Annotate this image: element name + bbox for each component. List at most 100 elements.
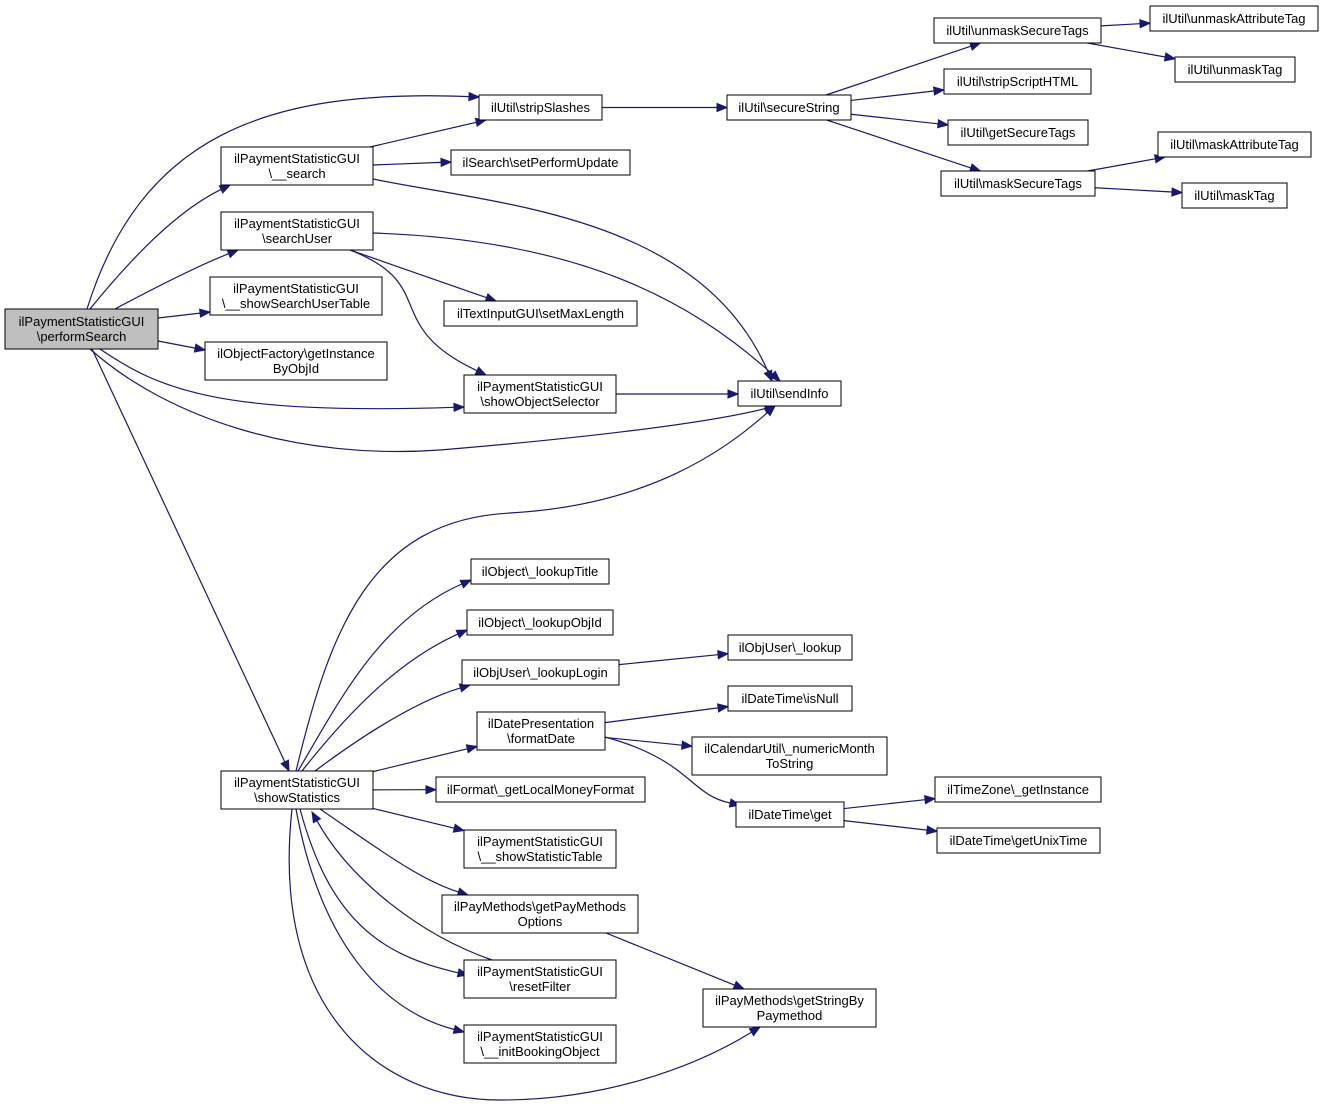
node-unmaskTag[interactable]: ilUtil\unmaskTag <box>1174 56 1296 83</box>
node-resetFilter[interactable]: ilPaymentStatisticGUI\resetFilter <box>463 959 617 999</box>
arrowhead-icon <box>199 308 212 318</box>
arrowhead-icon <box>937 119 950 129</box>
edge-showStatistics-to-initBookingObject <box>295 808 466 1034</box>
arrowhead-icon <box>452 1024 466 1034</box>
node-label-line: \showObjectSelector <box>480 394 600 409</box>
node-unmaskSecureTags[interactable]: ilUtil\unmaskSecureTags <box>933 17 1102 44</box>
node-getSecureTags[interactable]: ilUtil\getSecureTags <box>947 119 1089 146</box>
node-box <box>702 988 877 1028</box>
node-label-line: ilPaymentStatisticGUI <box>234 151 360 166</box>
node-root[interactable]: ilPaymentStatisticGUI\performSearch <box>4 308 159 350</box>
node-getUnixTime[interactable]: ilDateTime\getUnixTime <box>936 827 1101 854</box>
node-label-line: ilUtil\stripSlashes <box>491 100 590 115</box>
node-label-line: ilDatePresentation <box>488 716 594 731</box>
arrowhead-icon <box>933 86 946 96</box>
arrowhead-icon <box>226 249 240 259</box>
node-setPerformUpdate[interactable]: ilSearch\setPerformUpdate <box>450 149 631 176</box>
node-label-line: ilPaymentStatisticGUI <box>477 1029 603 1044</box>
node-label-line: \searchUser <box>262 231 333 246</box>
node-label-line: ilTimeZone\_getInstance <box>947 782 1089 797</box>
node-box <box>940 170 1096 197</box>
node-secureString[interactable]: ilUtil\secureString <box>726 94 852 121</box>
node-stripSlashes[interactable]: ilUtil\stripSlashes <box>478 94 603 121</box>
node-label-line: ilObject\_lookupTitle <box>482 564 599 579</box>
arrowhead-icon <box>764 405 777 417</box>
node-maskSecureTags[interactable]: ilUtil\maskSecureTags <box>940 170 1096 197</box>
node-lookupLogin[interactable]: ilObjUser\_lookupLogin <box>461 659 620 686</box>
node-box <box>476 711 606 751</box>
arrowhead-icon <box>926 825 939 835</box>
node-formatDate[interactable]: ilDatePresentation\formatDate <box>476 711 606 751</box>
arrowhead-icon <box>968 41 982 51</box>
node-maskTag[interactable]: ilUtil\maskTag <box>1181 182 1288 209</box>
node-userLookup[interactable]: ilObjUser\_lookup <box>727 634 853 661</box>
node-label-line: ilObjectFactory\getInstance <box>217 346 375 361</box>
arrowhead-icon <box>452 823 466 833</box>
arrowhead-icon <box>727 389 740 399</box>
arrowhead-icon <box>732 980 746 990</box>
node-label-line: \resetFilter <box>509 979 571 994</box>
node-box <box>220 770 374 810</box>
node-box <box>727 685 853 712</box>
node-setMaxLength[interactable]: ilTextInputGUI\setMaxLength <box>443 300 638 327</box>
node-label-line: ilUtil\unmaskTag <box>1188 62 1283 77</box>
node-localMoney[interactable]: ilFormat\_getLocalMoneyFormat <box>435 776 646 803</box>
arrowhead-icon <box>748 1026 762 1037</box>
node-label-line: ilUtil\maskTag <box>1194 188 1274 203</box>
node-box <box>463 1024 617 1064</box>
node-label-line: ilUtil\getSecureTags <box>961 125 1076 140</box>
node-box <box>463 374 617 414</box>
node-isNull[interactable]: ilDateTime\isNull <box>727 685 853 712</box>
edge-root-to-stripSlashes <box>86 91 481 310</box>
node-box <box>737 380 842 407</box>
node-label-line: ilPaymentStatisticGUI <box>19 314 145 329</box>
node-stripScriptHTML[interactable]: ilUtil\stripScriptHTML <box>943 68 1092 95</box>
node-label-line: ilUtil\maskAttributeTag <box>1170 137 1299 152</box>
node-label-line: ilCalendarUtil\_numericMonth <box>704 741 875 756</box>
arrowhead-icon <box>681 740 694 750</box>
node-initBookingObject[interactable]: ilPaymentStatisticGUI\__initBookingObjec… <box>463 1024 617 1064</box>
node-label-line: ilDateTime\isNull <box>741 691 838 706</box>
edge-searchUser-to-sendInfo <box>372 232 782 382</box>
node-search[interactable]: ilPaymentStatisticGUI\__search <box>220 146 374 186</box>
arrowhead-icon <box>769 370 782 382</box>
node-label-line: ilPayMethods\getStringBy <box>715 993 864 1008</box>
node-box <box>466 609 614 636</box>
node-box <box>478 94 603 121</box>
arrowhead-icon <box>218 184 232 194</box>
edge-unmaskSecureTags-to-unmaskAttributeTag <box>1100 18 1152 29</box>
node-box <box>947 119 1089 146</box>
edge-getPayMethodsOptions-to-getStringByPaymethod <box>605 932 746 990</box>
node-maskAttributeTag[interactable]: ilUtil\maskAttributeTag <box>1157 131 1312 158</box>
node-showObjectSelector[interactable]: ilPaymentStatisticGUI\showObjectSelector <box>463 374 617 414</box>
edge-secureString-to-maskSecureTags <box>826 119 982 173</box>
node-label-line: ilTextInputGUI\setMaxLength <box>457 306 624 321</box>
node-lookupObjId[interactable]: ilObject\_lookupObjId <box>466 609 614 636</box>
arrowhead-icon <box>1171 187 1184 197</box>
node-box <box>4 308 159 350</box>
node-box <box>461 659 620 686</box>
node-box <box>1174 56 1296 83</box>
node-box <box>435 776 646 803</box>
node-box <box>470 558 610 585</box>
node-unmaskAttributeTag[interactable]: ilUtil\unmaskAttributeTag <box>1149 5 1319 32</box>
arrowhead-icon <box>1163 52 1177 62</box>
node-label-line: ilUtil\secureString <box>738 100 839 115</box>
node-showStatistics[interactable]: ilPaymentStatisticGUI\showStatistics <box>220 770 374 810</box>
node-box <box>204 341 388 381</box>
node-tzGetInstance[interactable]: ilTimeZone\_getInstance <box>934 776 1102 803</box>
node-showSearchUserTable[interactable]: ilPaymentStatisticGUI\__showSearchUserTa… <box>209 276 383 316</box>
node-dtGet[interactable]: ilDateTime\get <box>735 801 845 828</box>
node-label-line: ilObjUser\_lookupLogin <box>473 665 607 680</box>
node-label-line: ilPaymentStatisticGUI <box>233 281 359 296</box>
edge-showStatistics-to-showStatisticTable <box>372 807 466 833</box>
edge-dtGet-to-tzGetInstance <box>843 795 937 810</box>
node-lookupTitle[interactable]: ilObject\_lookupTitle <box>470 558 610 585</box>
node-searchUser[interactable]: ilPaymentStatisticGUI\searchUser <box>220 211 374 251</box>
node-showStatisticTable[interactable]: ilPaymentStatisticGUI\__showStatisticTab… <box>463 829 617 869</box>
node-sendInfo[interactable]: ilUtil\sendInfo <box>737 380 842 407</box>
